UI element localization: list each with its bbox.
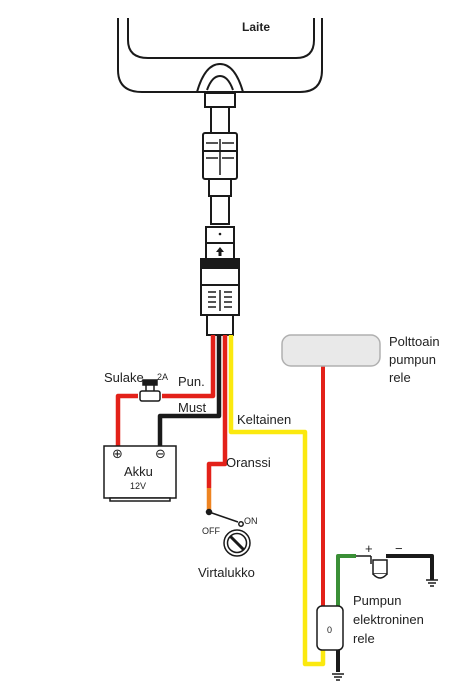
ground-icon	[426, 579, 438, 587]
fuel-relay-label-3: rele	[389, 370, 411, 385]
switch-on-label: ON	[244, 516, 258, 526]
black-wire-label: Must	[178, 400, 207, 415]
battery-voltage: 12V	[130, 481, 146, 491]
coil-plus: +	[365, 541, 373, 556]
wire-fuel-relay	[321, 366, 434, 672]
yellow-wire-label: Keltainen	[237, 412, 291, 427]
battery-minus: ⊖	[155, 446, 166, 461]
cable-upper	[202, 92, 238, 225]
fuse-label: Sulake	[104, 370, 144, 385]
fuel-pump-relay	[281, 334, 381, 367]
wire-black	[157, 335, 222, 450]
orange-wire-label: Oranssi	[226, 455, 271, 470]
battery-plus: ⊕	[112, 446, 123, 461]
battery-label: Akku	[124, 464, 153, 479]
pump-relay-label-2: elektroninen	[353, 612, 424, 627]
pump-relay-label-1: Pumpun	[353, 593, 401, 608]
wire-yellow	[228, 335, 326, 667]
relay-mark: 0	[327, 625, 332, 635]
fuel-relay-label-1: Polttoain	[389, 334, 440, 349]
wire-red	[115, 335, 216, 450]
ground-icon	[332, 673, 344, 681]
switch-off-label: OFF	[202, 526, 220, 536]
fuse-icon	[139, 379, 161, 402]
device-label: Laite	[242, 20, 270, 34]
red-wire-label: Pun.	[178, 374, 205, 389]
ignition-label: Virtalukko	[198, 565, 255, 580]
ignition-switch	[205, 508, 251, 557]
wire-orange	[206, 335, 228, 512]
fuel-relay-label-2: pumpun	[389, 352, 436, 367]
device-housing	[117, 18, 323, 93]
fuse-rating: 2A	[157, 372, 168, 382]
battery	[103, 445, 177, 502]
coil-minus: −	[395, 541, 403, 556]
key-icon	[223, 529, 251, 557]
pump-relay-label-3: rele	[353, 631, 375, 646]
relay-coil	[356, 555, 391, 579]
pump-electronic-relay	[316, 605, 344, 651]
connector	[200, 226, 240, 336]
up-arrow-icon	[216, 247, 224, 256]
